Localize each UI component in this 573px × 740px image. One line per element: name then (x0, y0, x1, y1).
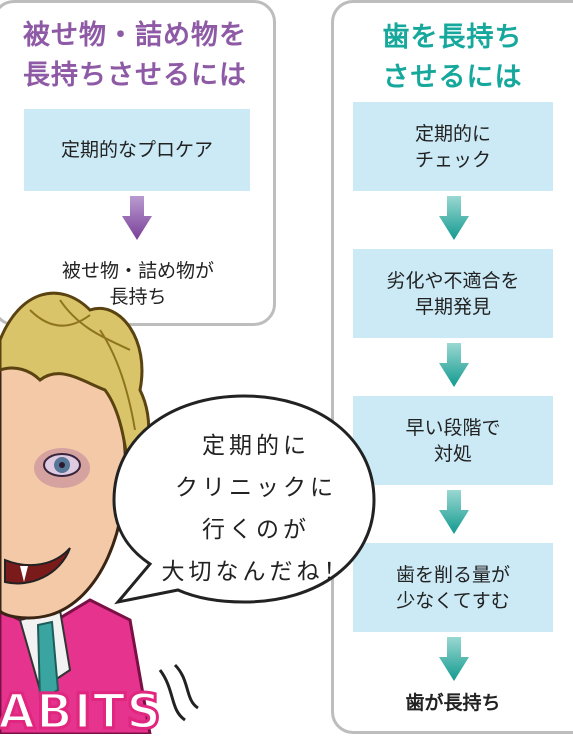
left-step-proper-care: 定期的なプロケア (24, 109, 250, 191)
speech-bubble-text: 定期的に クリニックに 行くのが 大切なんだね！ (161, 433, 351, 585)
down-arrow-icon (439, 490, 469, 534)
right-step-less-cutting: 歯を削る量が 少なくてすむ (353, 543, 553, 632)
speech-bubble (112, 394, 376, 605)
down-arrow-icon (439, 196, 469, 240)
down-arrow-icon (439, 637, 469, 681)
character-illustration (0, 291, 199, 734)
down-arrow-icon (439, 343, 469, 387)
left-card-title: 被せ物・詰め物を 長持ちさせるには (23, 20, 247, 91)
right-step-early-detection: 劣化や不適合を 早期発見 (353, 249, 553, 338)
right-result-text: 歯が長持ち (405, 692, 501, 714)
brand-logo: ABITS (0, 683, 162, 740)
down-arrow-icon (122, 196, 152, 240)
right-step-check: 定期的に チェック (353, 102, 553, 191)
left-result-text: 被せ物・詰め物が 長持ち (61, 260, 214, 308)
right-step-early-treatment: 早い段階で 対処 (353, 396, 553, 485)
right-card-title: 歯を長持ち させるには (382, 22, 523, 93)
